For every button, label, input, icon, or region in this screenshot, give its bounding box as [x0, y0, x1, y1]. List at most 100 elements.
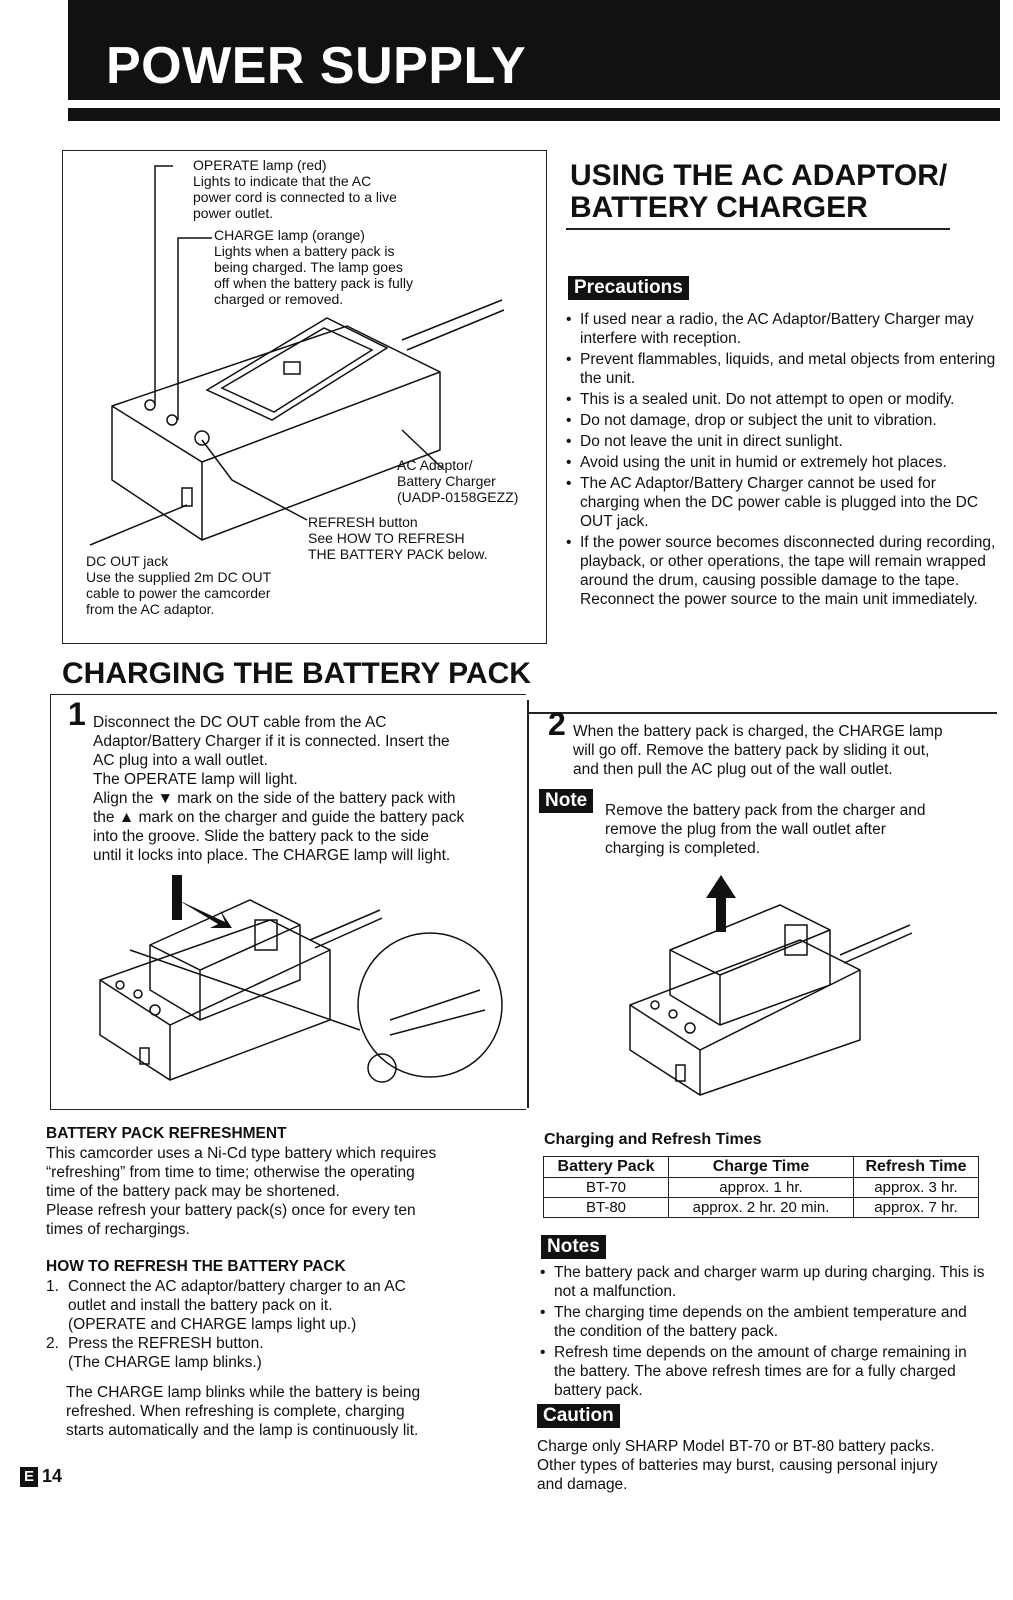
- note-tag: Note: [539, 789, 594, 813]
- label-line: Battery Charger: [397, 473, 496, 489]
- text-line: Charge only SHARP Model BT-70 or BT-80 b…: [537, 1438, 935, 1455]
- text-line: refreshed. When refreshing is complete, …: [66, 1403, 405, 1420]
- label-line: being charged. The lamp goes: [214, 259, 403, 275]
- label-line: charged or removed.: [214, 291, 344, 307]
- page-title: POWER SUPPLY: [106, 37, 527, 95]
- text-line: This camcorder uses a Ni-Cd type battery…: [46, 1145, 437, 1162]
- caution-tag: Caution: [537, 1404, 620, 1428]
- operate-lamp-label: OPERATE lamp (red) Lights to indicate th…: [193, 157, 453, 221]
- text-line: time of the battery pack may be shortene…: [46, 1183, 340, 1200]
- refresh-step2: 2. Press the REFRESH button. (The CHARGE…: [46, 1334, 516, 1372]
- text-line: remove the plug from the wall outlet aft…: [605, 821, 886, 838]
- caution-label: Caution: [537, 1404, 620, 1428]
- text-line: The CHARGE lamp blinks while the battery…: [66, 1384, 421, 1401]
- table-row: BT-80 approx. 2 hr. 20 min. approx. 7 hr…: [543, 1197, 979, 1218]
- text-line: Please refresh your battery pack(s) once…: [46, 1202, 416, 1219]
- step2-number: 2: [548, 706, 566, 742]
- text-line: The OPERATE lamp will light.: [93, 771, 298, 788]
- refresh-closing-text: The CHARGE lamp blinks while the battery…: [66, 1383, 516, 1440]
- label-line: Lights to indicate that the AC: [193, 173, 372, 189]
- operate-lamp-title: OPERATE lamp (red): [193, 157, 327, 173]
- using-adaptor-heading: USING THE AC ADAPTOR/ BATTERY CHARGER: [570, 160, 970, 224]
- dc-out-jack-label: DC OUT jack Use the supplied 2m DC OUT c…: [86, 553, 346, 617]
- page-number: 14: [42, 1466, 63, 1486]
- list-item: If used near a radio, the AC Adaptor/Bat…: [566, 310, 996, 348]
- text-line: times of rechargings.: [46, 1221, 190, 1238]
- text-line: into the groove. Slide the battery pack …: [93, 828, 430, 845]
- table-header: Battery Pack: [543, 1156, 669, 1178]
- list-item: If the power source becomes disconnected…: [566, 533, 996, 609]
- list-item: Do not leave the unit in direct sunlight…: [566, 432, 996, 451]
- charger-illustration: [89, 165, 505, 546]
- step1-number: 1: [68, 696, 86, 732]
- step-number: 2.: [46, 1335, 59, 1352]
- text-line: AC plug into a wall outlet.: [93, 752, 268, 769]
- table-header-row: Battery Pack Charge Time Refresh Time: [543, 1156, 979, 1178]
- label-line: DC OUT jack: [86, 553, 169, 569]
- step-divider: [527, 700, 529, 1108]
- precautions-label: Precautions: [568, 276, 689, 300]
- caution-text: Charge only SHARP Model BT-70 or BT-80 b…: [537, 1437, 997, 1494]
- step2-rule: [527, 712, 997, 714]
- text-line: (OPERATE and CHARGE lamps light up.): [68, 1316, 357, 1333]
- label-line: AC Adaptor/: [397, 457, 473, 473]
- charge-lamp-title: CHARGE lamp (orange): [214, 227, 365, 243]
- step2-text: When the battery pack is charged, the CH…: [573, 722, 993, 779]
- step1-text: Disconnect the DC OUT cable from the AC …: [93, 713, 523, 865]
- charge-lamp-label: CHARGE lamp (orange) Lights when a batte…: [214, 227, 474, 307]
- text-line: Connect the AC adaptor/battery charger t…: [68, 1278, 406, 1295]
- text-line: “refreshing” from time to time; otherwis…: [46, 1164, 415, 1181]
- refreshment-heading: BATTERY PACK REFRESHMENT: [46, 1125, 287, 1142]
- text-line: Other types of batteries may burst, caus…: [537, 1457, 938, 1474]
- text-line: until it locks into place. The CHARGE la…: [93, 847, 451, 864]
- table-cell: approx. 3 hr.: [853, 1177, 979, 1198]
- text-line: charging is completed.: [605, 840, 761, 857]
- note-text: Remove the battery pack from the charger…: [605, 801, 995, 858]
- table-header: Charge Time: [668, 1156, 854, 1178]
- notes-tag: Notes: [541, 1235, 606, 1259]
- table-cell: approx. 2 hr. 20 min.: [668, 1197, 854, 1218]
- precautions-list: If used near a radio, the AC Adaptor/Bat…: [566, 310, 996, 611]
- list-item: Avoid using the unit in humid or extreme…: [566, 453, 996, 472]
- text-line: outlet and install the battery pack on i…: [68, 1297, 333, 1314]
- how-to-refresh-heading: HOW TO REFRESH THE BATTERY PACK: [46, 1258, 346, 1275]
- label-line: Lights when a battery pack is: [214, 243, 395, 259]
- label-line: (UADP-0158GEZZ): [397, 489, 519, 505]
- step1-box: [50, 694, 526, 1110]
- label-line: REFRESH button: [308, 514, 418, 530]
- text-line: Adaptor/Battery Charger if it is connect…: [93, 733, 450, 750]
- refresh-step1: 1. Connect the AC adaptor/battery charge…: [46, 1277, 516, 1334]
- text-line: Align the ▼ mark on the side of the batt…: [93, 790, 456, 807]
- precautions-tag: Precautions: [568, 276, 689, 300]
- table-row: BT-70 approx. 1 hr. approx. 3 hr.: [543, 1177, 979, 1198]
- title-banner: POWER SUPPLY: [68, 0, 1000, 100]
- table-cell: approx. 7 hr.: [853, 1197, 979, 1218]
- table-cell: BT-70: [543, 1177, 669, 1198]
- label-line: power outlet.: [193, 205, 274, 221]
- list-item: The AC Adaptor/Battery Charger cannot be…: [566, 474, 996, 531]
- text-line: the ▲ mark on the charger and guide the …: [93, 809, 465, 826]
- label-line: from the AC adaptor.: [86, 601, 215, 617]
- text-line: Press the REFRESH button.: [68, 1335, 264, 1352]
- charging-heading: CHARGING THE BATTERY PACK: [62, 657, 531, 690]
- list-item: Do not damage, drop or subject the unit …: [566, 411, 996, 430]
- heading-line: BATTERY CHARGER: [570, 191, 868, 224]
- notes-label: Notes: [541, 1235, 606, 1259]
- list-item: This is a sealed unit. Do not attempt to…: [566, 390, 996, 409]
- list-item: The charging time depends on the ambient…: [540, 1303, 990, 1341]
- label-line: Use the supplied 2m DC OUT: [86, 569, 272, 585]
- text-line: (The CHARGE lamp blinks.): [68, 1354, 262, 1371]
- text-line: and damage.: [537, 1476, 628, 1493]
- times-heading: Charging and Refresh Times: [544, 1131, 762, 1148]
- header-rule: [68, 108, 1000, 121]
- refresh-button-label: REFRESH button See HOW TO REFRESH THE BA…: [308, 514, 543, 562]
- heading-underline: [566, 228, 950, 230]
- note-label: Note: [539, 789, 594, 813]
- times-table: Battery Pack Charge Time Refresh Time BT…: [543, 1156, 979, 1218]
- label-line: off when the battery pack is fully: [214, 275, 413, 291]
- text-line: Remove the battery pack from the charger…: [605, 802, 926, 819]
- list-item: The battery pack and charger warm up dur…: [540, 1263, 990, 1301]
- text-line: When the battery pack is charged, the CH…: [573, 723, 943, 740]
- label-line: See HOW TO REFRESH: [308, 530, 465, 546]
- insert-battery-illustration: [99, 875, 503, 1083]
